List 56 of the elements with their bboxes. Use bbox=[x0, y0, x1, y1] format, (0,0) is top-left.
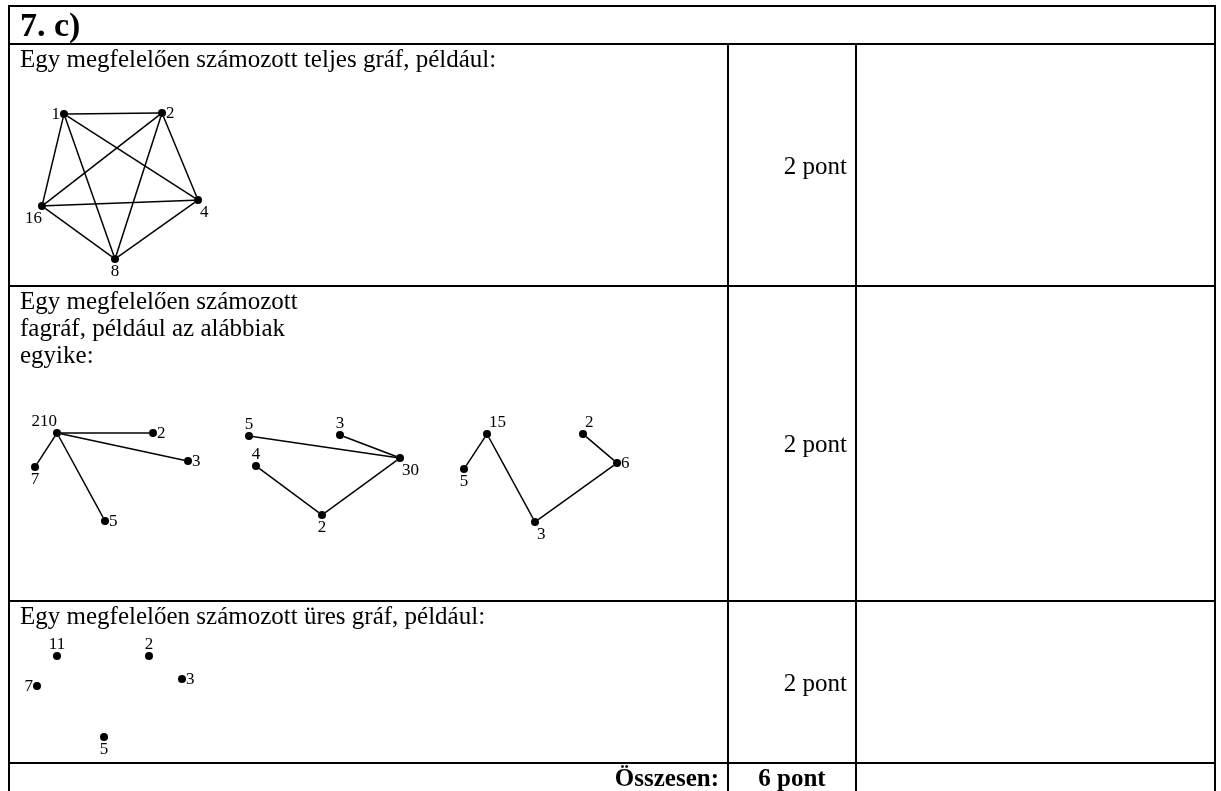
row-description: Egy megfelelően számozott fagráf, például az alábbiak egyike: bbox=[20, 287, 299, 368]
graph-edge bbox=[585, 435, 615, 462]
total-label: Összesen: bbox=[614, 764, 719, 791]
graph-edge bbox=[537, 464, 615, 521]
vertex-number: 5 bbox=[109, 513, 118, 529]
graph-edge bbox=[324, 459, 398, 514]
total-points: 6 pont bbox=[758, 764, 826, 791]
vertex-number: 2 bbox=[166, 105, 175, 121]
graph-edge bbox=[64, 117, 115, 256]
graph-edge bbox=[60, 432, 150, 434]
vertex-number: 1 bbox=[51, 106, 60, 122]
graph-edge bbox=[67, 112, 159, 115]
graph-edge bbox=[115, 116, 162, 256]
graph-edge bbox=[488, 436, 534, 520]
title: 7. c) bbox=[20, 6, 81, 43]
graph-edge bbox=[60, 433, 185, 461]
vertex-number: 4 bbox=[200, 204, 209, 220]
points-value: 2 pont bbox=[783, 668, 847, 696]
graph-edge bbox=[252, 435, 397, 459]
vertex-number: 6 bbox=[621, 455, 630, 471]
row-description: Egy megfelelően számozott üres gráf, például: bbox=[20, 602, 486, 629]
vertex-number: 2 bbox=[157, 425, 166, 441]
graph-edge bbox=[45, 199, 195, 207]
vertex-number: 4 bbox=[251, 446, 261, 462]
vertex-number: 3 bbox=[186, 671, 195, 687]
vertex-number: 5 bbox=[244, 416, 254, 432]
points-value: 2 pont bbox=[783, 151, 847, 179]
vertex-number: 30 bbox=[402, 462, 419, 478]
graph-edge bbox=[44, 207, 113, 258]
vertex-number: 11 bbox=[48, 636, 66, 652]
vertex-number: 2 bbox=[317, 519, 327, 535]
graph-edge bbox=[117, 201, 196, 258]
graph-edge bbox=[66, 115, 196, 199]
vertex-number: 210 bbox=[31, 413, 57, 429]
vertex-number: 7 bbox=[24, 678, 33, 694]
vertex-number: 3 bbox=[335, 415, 345, 431]
graph-edge bbox=[44, 114, 160, 205]
vertex-number: 5 bbox=[459, 473, 469, 489]
vertex-number: 2 bbox=[585, 414, 594, 430]
graph-edge bbox=[42, 117, 64, 203]
vertex-number: 15 bbox=[489, 414, 506, 430]
vertex-number: 2 bbox=[144, 636, 154, 652]
vertex-number: 7 bbox=[30, 471, 40, 487]
graph-edge bbox=[58, 435, 104, 519]
graph-edge bbox=[258, 467, 320, 514]
vertex-number: 3 bbox=[192, 453, 201, 469]
vertex-number: 16 bbox=[25, 210, 42, 226]
vertex-number: 3 bbox=[537, 526, 546, 542]
vertex-number: 8 bbox=[110, 263, 120, 279]
graph-edge bbox=[36, 435, 56, 465]
points-value: 2 pont bbox=[783, 430, 847, 457]
graph-edge bbox=[465, 436, 486, 467]
vertex-number: 5 bbox=[99, 741, 109, 757]
graph-edge bbox=[343, 435, 397, 458]
graph-edge bbox=[162, 115, 198, 198]
row-description: Egy megfelelően számozott teljes gráf, például: bbox=[20, 45, 497, 72]
